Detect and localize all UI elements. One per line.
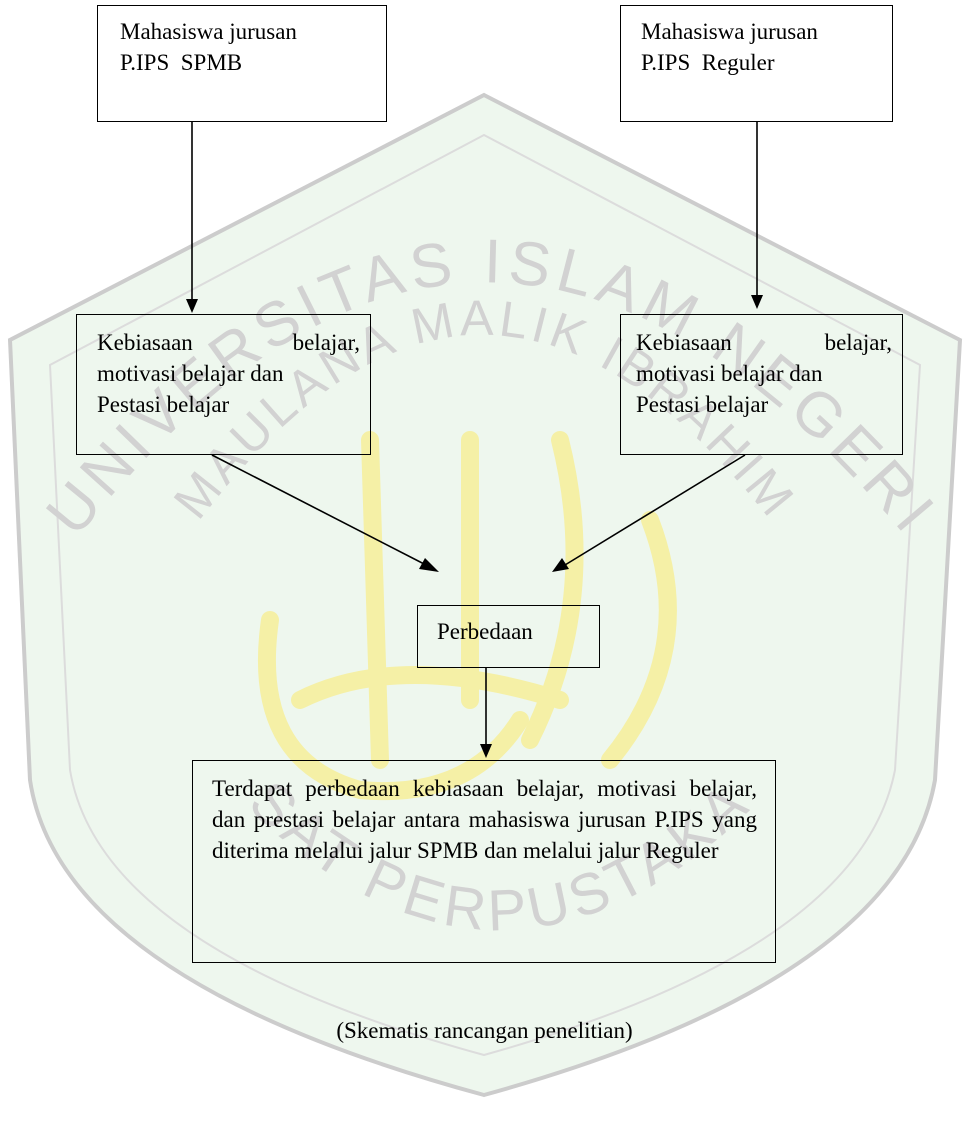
box-conclusion: Terdapat perbedaan kebiasaan belajar, mo… xyxy=(192,760,776,963)
calligraphy-emblem xyxy=(258,431,677,801)
seal-inner-outline xyxy=(48,133,922,1057)
arrowhead xyxy=(480,744,492,758)
factors-reguler-line1: Kebiasaan belajar, xyxy=(636,330,892,355)
box-source-reguler: Mahasiswa jurusan P.IPS Reguler xyxy=(620,5,893,122)
caption-text: (Skematis rancangan penelitian) xyxy=(336,1018,633,1043)
perbedaan-label: Perbedaan xyxy=(437,619,533,644)
factors-spmb-line3: Pestasi belajar xyxy=(97,392,230,417)
factors-reguler-line2: motivasi belajar dan xyxy=(636,361,823,386)
factors-reguler-line3: Pestasi belajar xyxy=(636,392,769,417)
arrowhead xyxy=(552,558,569,572)
source-spmb-line2: P.IPS SPMB xyxy=(120,50,243,75)
arrowhead xyxy=(186,299,198,313)
box-factors-reguler: Kebiasaan belajar, motivasi belajar dan … xyxy=(620,314,903,455)
seal-shape xyxy=(7,92,963,1098)
arrowhead xyxy=(419,558,439,572)
box-source-spmb: Mahasiswa jurusan P.IPS SPMB xyxy=(97,5,387,122)
factors-spmb-line2: motivasi belajar dan xyxy=(97,361,284,386)
source-reguler-line1: Mahasiswa jurusan xyxy=(641,19,818,44)
source-spmb-line1: Mahasiswa jurusan xyxy=(120,19,297,44)
arrow-left-factors-to-perbedaan xyxy=(211,454,429,567)
box-factors-spmb: Kebiasaan belajar, motivasi belajar dan … xyxy=(76,314,371,455)
arrow-right-factors-to-perbedaan xyxy=(564,454,746,566)
factors-spmb-line1: Kebiasaan belajar, xyxy=(97,330,360,355)
diagram-caption: (Skematis rancangan penelitian) xyxy=(0,1015,967,1046)
conclusion-text: Terdapat perbedaan kebiasaan belajar, mo… xyxy=(212,776,757,863)
box-perbedaan: Perbedaan xyxy=(417,605,600,668)
arrowhead xyxy=(751,295,763,309)
source-reguler-line2: P.IPS Reguler xyxy=(641,50,775,75)
